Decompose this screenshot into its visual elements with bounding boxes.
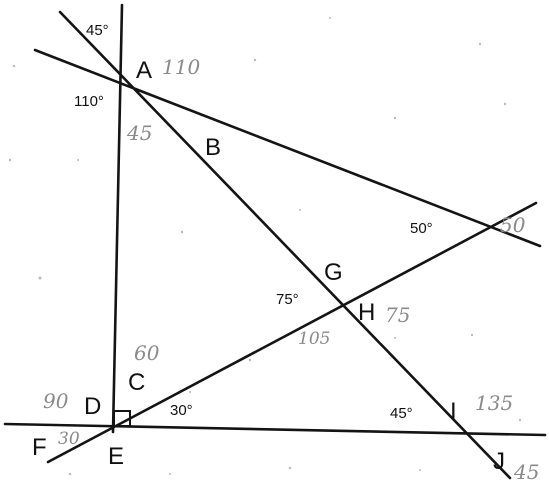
horizontal-line-FEI — [3, 422, 547, 437]
diagonal-line-AJ — [58, 10, 512, 480]
angle-label-50: 50° — [410, 220, 433, 237]
point-label-J: J — [493, 448, 505, 475]
transversal-line-FH — [46, 201, 538, 464]
handwritten-answer-I: 135 — [475, 391, 513, 415]
point-label-G: G — [324, 259, 343, 286]
angle-label-right-of-E: 30° — [170, 402, 193, 419]
point-label-I: I — [450, 398, 457, 425]
handwritten-answer-J: 45 — [513, 460, 539, 484]
handwritten-answer-D: 90 — [43, 389, 69, 413]
handwritten-answer-below-A: 45 — [126, 121, 152, 145]
angle-label-left-of-A: 110° — [74, 93, 104, 110]
handwritten-answer-A: 110 — [162, 55, 200, 79]
point-label-H: H — [358, 299, 375, 326]
handwritten-answer-right-end: 50 — [500, 213, 526, 237]
handwritten-answer-below-H: 105 — [298, 329, 330, 349]
point-label-B: B — [205, 134, 221, 161]
point-label-D: D — [84, 393, 101, 420]
angle-label-left-of-I: 45° — [390, 405, 413, 422]
angle-label-left-of-H: 75° — [276, 291, 299, 308]
handwritten-answer-F: 30 — [58, 429, 80, 449]
point-label-C: C — [128, 369, 145, 396]
point-label-F: F — [32, 434, 47, 461]
point-label-E: E — [108, 443, 124, 470]
right-angle-marker — [113, 410, 131, 427]
angle-label-top-of-A: 45° — [86, 22, 109, 39]
handwritten-answer-C: 60 — [134, 341, 160, 365]
handwritten-answer-H: 75 — [385, 303, 410, 327]
line-A-to-right — [33, 48, 542, 248]
point-label-A: A — [136, 57, 152, 84]
background-specks — [8, 17, 522, 476]
